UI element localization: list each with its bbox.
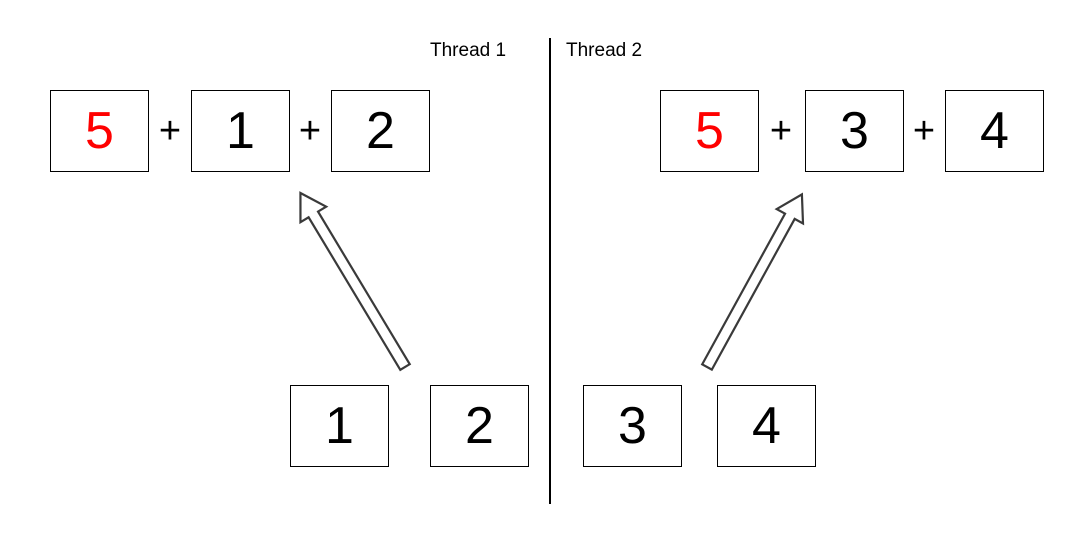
thread1-expr-value-3: 2: [366, 102, 395, 160]
thread1-expr-box-2: 1: [191, 90, 290, 172]
thread1-plus-1: +: [158, 110, 182, 152]
thread2-expr-box-3: 4: [945, 90, 1044, 172]
thread1-arrow-up-left: [299, 191, 412, 372]
thread2-operand-value-1: 3: [618, 397, 647, 455]
thread2-arrow-shape: [700, 192, 805, 372]
thread2-expr-box-2: 3: [805, 90, 904, 172]
thread2-arrow-up-right: [700, 192, 805, 372]
thread-1-label: Thread 1: [430, 40, 507, 61]
thread1-expr-value-2: 1: [226, 102, 255, 160]
thread1-operand-box-1: 1: [290, 385, 389, 467]
thread2-expr-box-1: 5: [660, 90, 759, 172]
thread2-operand-box-1: 3: [583, 385, 682, 467]
thread2-expr-value-3: 4: [980, 102, 1009, 160]
thread1-expr-value-1: 5: [85, 102, 114, 160]
thread1-arrow-shape: [299, 191, 412, 372]
thread1-expr-box-1: 5: [50, 90, 149, 172]
thread2-plus-1: +: [769, 110, 793, 152]
thread1-operand-value-1: 1: [325, 397, 354, 455]
thread1-plus-2: +: [298, 110, 322, 152]
thread2-operand-box-2: 4: [717, 385, 816, 467]
thread2-plus-2: +: [912, 110, 936, 152]
thread2-expr-value-1: 5: [695, 102, 724, 160]
thread1-operand-value-2: 2: [465, 397, 494, 455]
thread1-expr-box-3: 2: [331, 90, 430, 172]
thread-2-label: Thread 2: [566, 40, 643, 61]
thread-divider: [549, 38, 551, 504]
thread2-operand-value-2: 4: [752, 397, 781, 455]
thread2-expr-value-2: 3: [840, 102, 869, 160]
thread1-operand-box-2: 2: [430, 385, 529, 467]
